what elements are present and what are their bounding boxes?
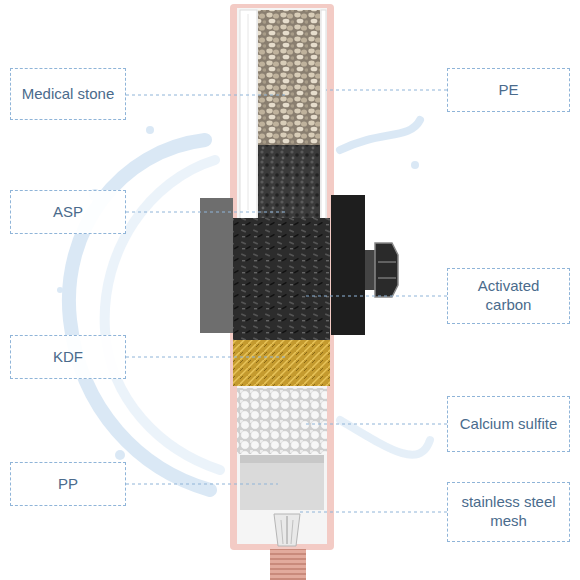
part-label: Medical stone <box>22 85 115 104</box>
asp-layer <box>258 145 320 220</box>
label-box: stainless steel mesh <box>447 482 570 542</box>
label-box: ASP <box>10 190 126 234</box>
part-label: Activated carbon <box>456 277 561 315</box>
label-box: PP <box>10 462 126 506</box>
part-label: stainless steel mesh <box>456 493 561 531</box>
steel-mesh <box>274 514 300 546</box>
part-label: ASP <box>53 203 83 222</box>
side-plate <box>331 195 365 335</box>
label-box: Calcium sulfite <box>447 396 570 452</box>
calcium-sulfite-layer <box>237 388 327 454</box>
label-box: KDF <box>10 335 126 379</box>
kdf-layer <box>233 340 330 386</box>
carbon-layer <box>233 218 330 340</box>
leader-lines <box>126 90 447 512</box>
pp-layer <box>240 455 324 510</box>
part-label: PE <box>498 81 518 100</box>
housing <box>230 4 334 550</box>
medical-stone-layer <box>258 10 320 145</box>
label-box: PE <box>447 68 570 112</box>
side-plate <box>200 198 233 333</box>
nut <box>375 243 398 297</box>
label-box: Activated carbon <box>447 268 570 324</box>
part-label: KDF <box>53 348 83 367</box>
outlet-thread <box>270 549 306 580</box>
part-label: Calcium sulfite <box>460 415 558 434</box>
part-label: PP <box>58 475 78 494</box>
label-box: Medical stone <box>10 68 126 120</box>
